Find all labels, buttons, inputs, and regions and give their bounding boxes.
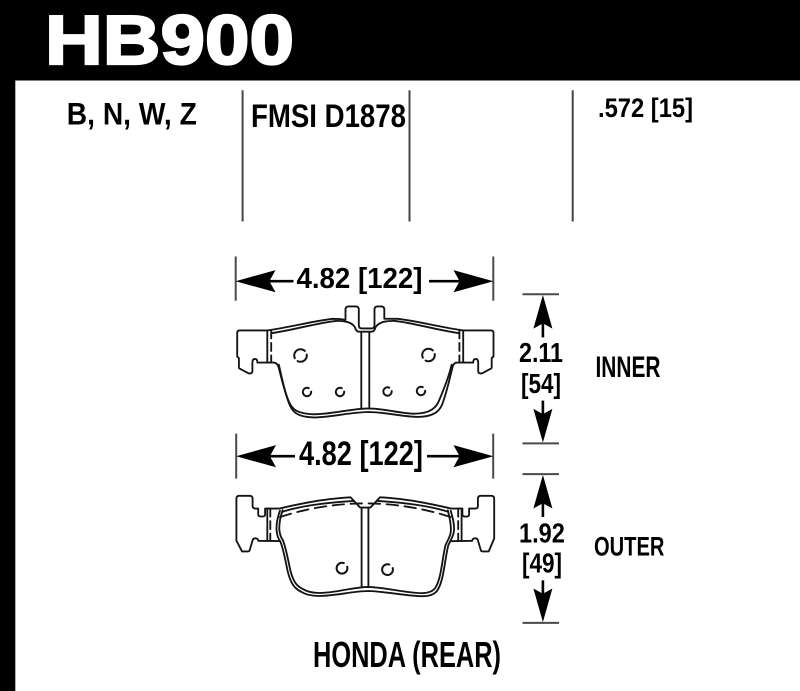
svg-text:HB900: HB900 [45, 1, 294, 79]
svg-text:4.82 [122]: 4.82 [122] [297, 263, 423, 295]
svg-text:HONDA (REAR): HONDA (REAR) [313, 635, 501, 675]
svg-text:.572 [15]: .572 [15] [598, 93, 693, 123]
svg-text:[54]: [54] [521, 368, 561, 399]
svg-text:[49]: [49] [522, 548, 562, 579]
svg-text:INNER: INNER [596, 351, 661, 384]
svg-text:4.82 [122]: 4.82 [122] [299, 435, 423, 473]
svg-text:1.92: 1.92 [519, 517, 565, 548]
svg-text:FMSI D1878: FMSI D1878 [251, 98, 406, 134]
svg-text:2.11: 2.11 [519, 337, 563, 368]
svg-text:B, N, W, Z: B, N, W, Z [67, 97, 197, 132]
svg-text:OUTER: OUTER [594, 531, 665, 562]
